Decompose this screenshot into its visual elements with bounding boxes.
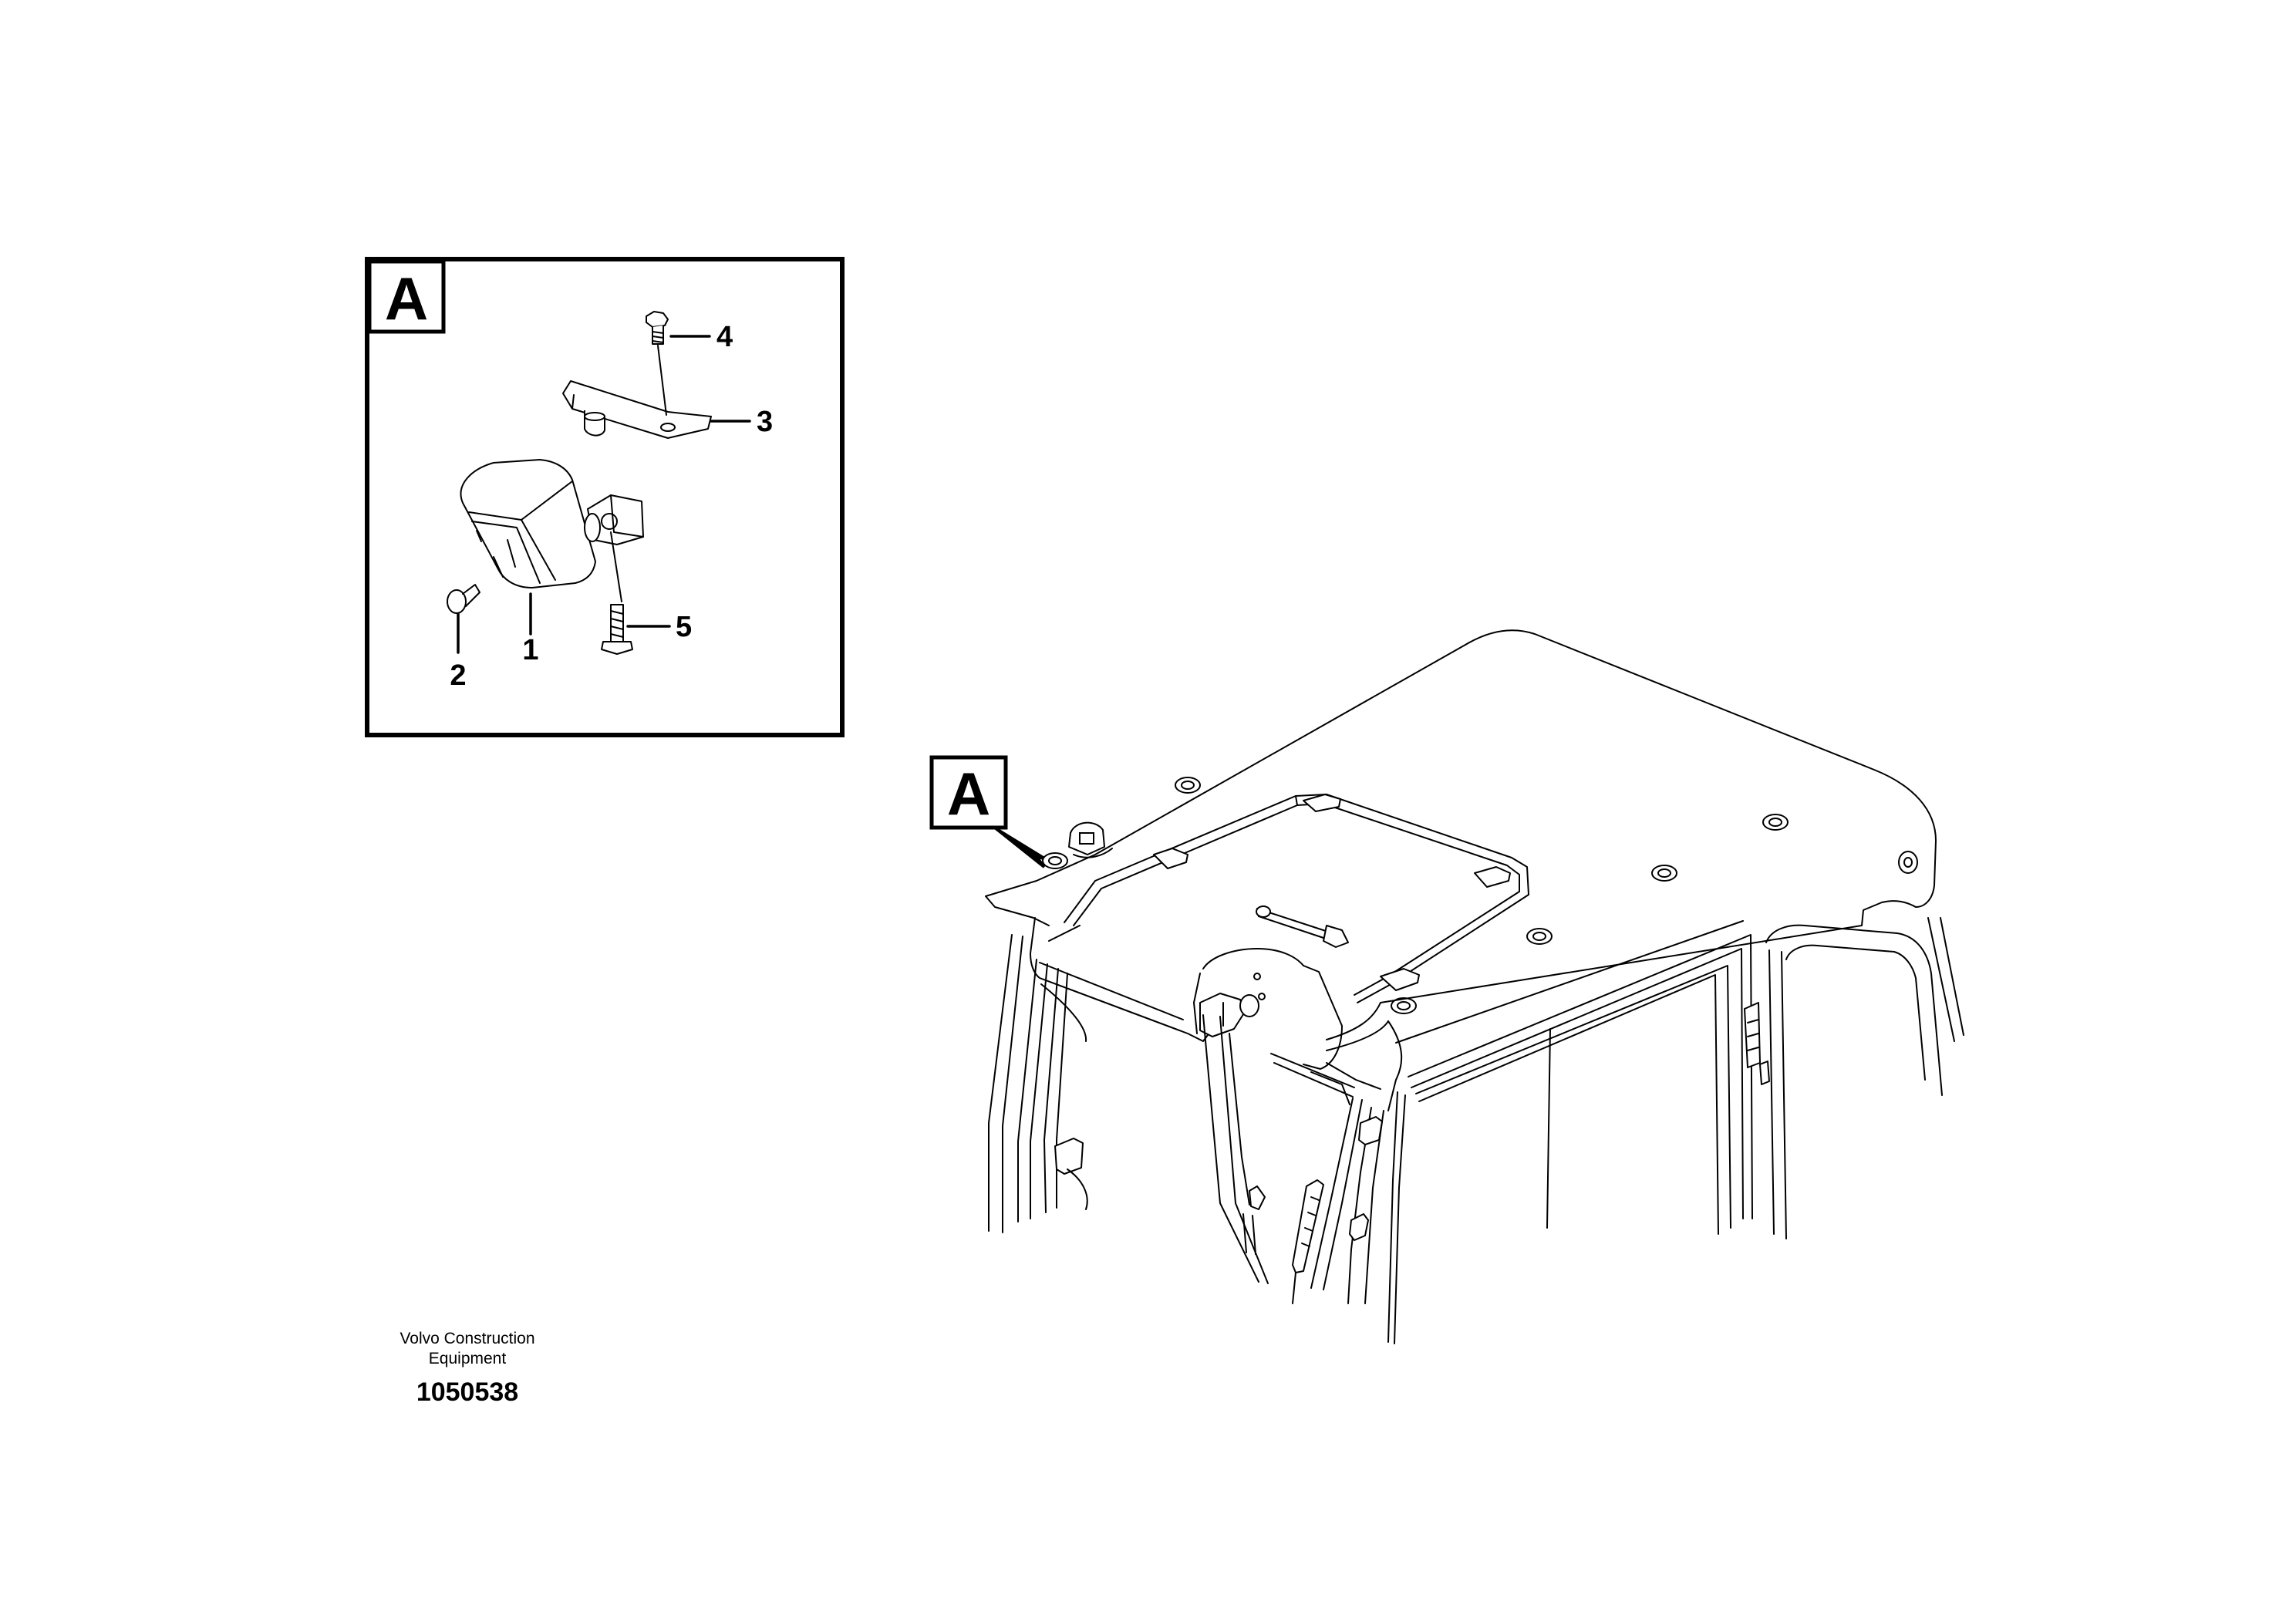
company-name-line1: Volvo Construction (400, 1330, 534, 1347)
top-bolt (646, 311, 669, 416)
callout-1: 1 (522, 634, 538, 666)
callout-5: 5 (676, 611, 692, 643)
mounting-plate (562, 380, 712, 439)
detail-label: A (385, 265, 428, 332)
detail-label-box (367, 259, 446, 334)
callout-2: 2 (450, 659, 466, 692)
work-lamp-housing (460, 459, 644, 588)
callout-4: 4 (716, 321, 733, 353)
main-label-box (929, 755, 1008, 830)
main-label: A (947, 760, 990, 828)
roof-bolts (1042, 777, 1918, 1014)
footer: Volvo Construction Equipment 1050538 (400, 1330, 534, 1407)
detail-frame (365, 257, 845, 737)
detail-view-a: A (365, 257, 845, 737)
main-view-cab: A (929, 629, 1964, 1344)
callout-3: 3 (757, 406, 773, 438)
leader-lines (457, 335, 751, 654)
document-number: 1050538 (416, 1378, 518, 1407)
bottom-bolt (601, 531, 633, 655)
company-name-line2: Equipment (429, 1350, 507, 1367)
bulb (447, 584, 480, 614)
